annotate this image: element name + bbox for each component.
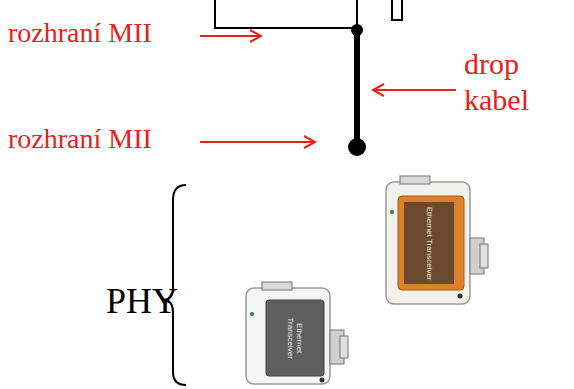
layer-label: PHY — [106, 280, 178, 323]
arrow-head — [304, 136, 315, 148]
arrow — [374, 89, 456, 91]
cable-end — [351, 24, 363, 36]
interface-label: rozhraní MII — [8, 122, 152, 156]
interface-label: rozhraní MII — [8, 16, 152, 50]
arrow — [200, 35, 260, 37]
arrow-head — [373, 84, 384, 96]
mac-box — [215, 0, 357, 28]
mac-box-edge — [392, 0, 402, 20]
arrow-head — [250, 30, 261, 42]
device-label: Ethernet Transceiver — [286, 305, 304, 371]
cable-label: drop kabel — [464, 46, 560, 118]
arrows — [200, 30, 456, 148]
cable-end — [348, 138, 366, 156]
device-label: Ethernet Transceiver — [424, 206, 433, 280]
transceiver-orange — [386, 176, 488, 304]
transceiver-grey — [246, 282, 348, 384]
drop-cable — [354, 30, 360, 146]
arrow — [200, 141, 314, 143]
